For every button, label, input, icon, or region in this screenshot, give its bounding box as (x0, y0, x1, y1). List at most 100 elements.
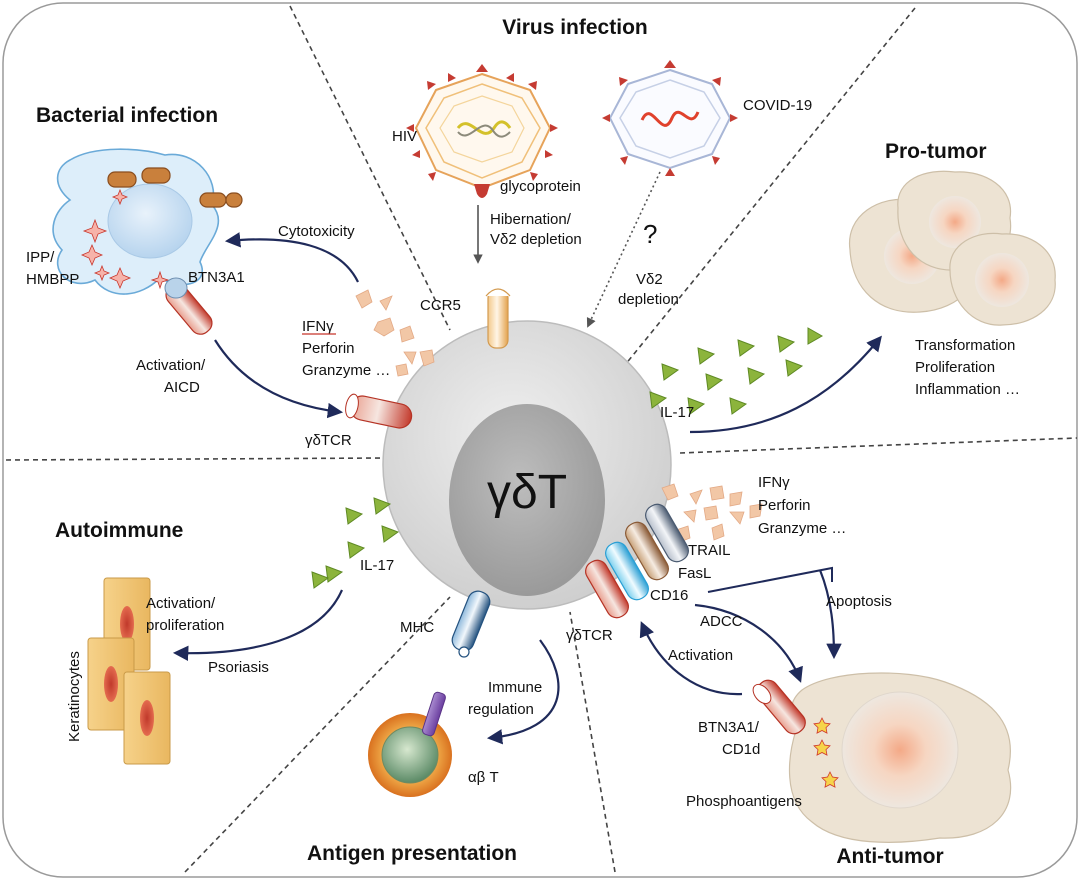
gdtcr-label-left: γδTCR (305, 432, 352, 449)
cytotoxicity-arrow (224, 232, 359, 283)
keratinocytes-label: Keratinocytes (66, 651, 83, 742)
btn3a1-cd1d-label-2: CD1d (722, 741, 760, 758)
activation-aicd-arrow (214, 339, 344, 419)
phosphoantigen-star-icons (80, 188, 170, 290)
proliferation-label: Proliferation (915, 359, 995, 376)
trail-receptor-icon (645, 503, 689, 563)
adcc-arrow (694, 603, 803, 683)
apoptosis-bracket (707, 566, 833, 593)
bacterial-title: Bacterial infection (36, 104, 218, 127)
center-label: γδT (487, 466, 567, 519)
vd2-depletion-label-1: Vδ2 (636, 271, 663, 288)
immune-regulation-label-1: Immune (488, 679, 542, 696)
btn3a1-cd1d-label-1: BTN3A1/ (698, 719, 760, 736)
alpha-beta-t-cell-icon (368, 691, 452, 797)
trail-label: TRAIL (688, 542, 731, 559)
divider-right (679, 437, 1078, 454)
immune-regulation-label-2: regulation (468, 701, 534, 718)
abt-label: αβ T (468, 769, 499, 786)
divider-left (5, 457, 386, 461)
ccr5-receptor-icon (485, 288, 511, 349)
sector-dividers (5, 5, 1078, 873)
perforin-label-left: Perforin (302, 340, 355, 357)
hiv-label: HIV (392, 128, 417, 145)
vd2-depletion-label-2: depletion (618, 291, 679, 308)
protumor-title: Pro-tumor (885, 140, 987, 163)
fasl-receptor-icon (625, 521, 669, 581)
gdt-cell-nucleus (449, 404, 605, 596)
btn3a1-receptor-icon (164, 277, 213, 335)
ifng-label-left: IFNγ (302, 318, 334, 335)
section-autoimmune: Autoimmune IL-17 Keratinocytes Activatio… (55, 497, 400, 765)
btn3a1-cd1d-receptor-icon (752, 679, 806, 735)
tumor-cells-protumor-icon (848, 170, 1056, 326)
fasl-label: FasL (678, 565, 711, 582)
inflammation-label: Inflammation … (915, 381, 1020, 398)
gdtcr-receptor-left-icon (345, 393, 413, 429)
cd16-label: CD16 (650, 587, 688, 604)
il17-label-left: IL-17 (360, 557, 394, 574)
hiv-virion-icon (406, 64, 558, 198)
granule-icons-left (355, 289, 435, 377)
tumor-cell-antitumor-icon (788, 672, 1012, 843)
section-bacterial-infection: Bacterial infection IPP/ HMBPP BTN3A1 (26, 104, 435, 449)
activation-label-1: Activation/ (136, 357, 206, 374)
granzyme-label-right: Granzyme … (758, 520, 846, 537)
phosphoantigen-star-icons-right (813, 717, 839, 788)
activation-label-left-1: Activation/ (146, 595, 216, 612)
activation-label-right: Activation (668, 647, 733, 664)
mhc-label: MHC (400, 619, 434, 636)
immune-regulation-arrow (486, 639, 560, 745)
ccr5-label: CCR5 (420, 297, 461, 314)
divider-virus-protumor (624, 7, 916, 366)
adcc-label: ADCC (700, 613, 743, 630)
ipp-label-1: IPP/ (26, 249, 55, 266)
il17-label-right: IL-17 (660, 404, 694, 421)
il17-cytokine-icons-right (649, 327, 824, 415)
covid-dotted-arrow (586, 171, 661, 328)
cytotoxicity-label: Cytotoxicity (278, 223, 355, 240)
keratinocyte-cells-icon (87, 577, 171, 765)
section-anti-tumor: Anti-tumor IFNγ Perforin Granzyme … (566, 474, 1012, 868)
infected-cell-nucleus (107, 183, 193, 259)
gdtcr-receptor-right-icon (585, 559, 629, 619)
psoriasis-arrow (172, 589, 344, 662)
il17-cytokine-icons-left (311, 497, 400, 589)
hibernation-label-2: Vδ2 depletion (490, 231, 582, 248)
glycoprotein-label: glycoprotein (500, 178, 581, 195)
autoimmune-title: Autoimmune (55, 519, 183, 542)
gdtcr-label-right: γδTCR (566, 627, 613, 644)
divider-bacterial-virus (289, 5, 451, 331)
divider-antigen-left (184, 596, 451, 873)
bacteria-icons (107, 167, 243, 208)
ifng-label-right: IFNγ (758, 474, 790, 491)
gamma-delta-t-cell: γδT (382, 320, 672, 610)
section-virus-infection: Virus infection HIV glycoprotein (392, 16, 812, 349)
cd16-receptor-icon (605, 541, 649, 601)
phosphoantigens-label: Phosphoantigens (686, 793, 802, 810)
protumor-arrow (689, 335, 882, 434)
activation-label-left-2: proliferation (146, 617, 224, 634)
apoptosis-label: Apoptosis (826, 593, 892, 610)
hibernation-label-1: Hibernation/ (490, 211, 572, 228)
activation-arrow-right (639, 621, 743, 696)
antigen-title: Antigen presentation (307, 842, 517, 865)
antitumor-title: Anti-tumor (836, 845, 943, 868)
divider-antigen-right (569, 611, 616, 873)
granule-icons-right (661, 483, 763, 543)
activation-label-2: AICD (164, 379, 200, 396)
section-antigen-presentation: Antigen presentation MHC αβ T Immune reg… (307, 590, 560, 865)
ipp-label-2: HMBPP (26, 271, 79, 288)
question-mark: ? (643, 219, 657, 249)
apoptosis-arrow (818, 569, 842, 660)
covid-virion-icon (602, 60, 738, 176)
transformation-label: Transformation (915, 337, 1015, 354)
section-pro-tumor: Pro-tumor IL-17 Transformation Prolifera… (649, 140, 1056, 434)
virus-title: Virus infection (502, 16, 647, 39)
btn3a1-label: BTN3A1 (188, 269, 245, 286)
psoriasis-label: Psoriasis (208, 659, 269, 676)
perforin-label-right: Perforin (758, 497, 811, 514)
covid-label: COVID-19 (743, 97, 812, 114)
mhc-receptor-icon (451, 590, 491, 658)
